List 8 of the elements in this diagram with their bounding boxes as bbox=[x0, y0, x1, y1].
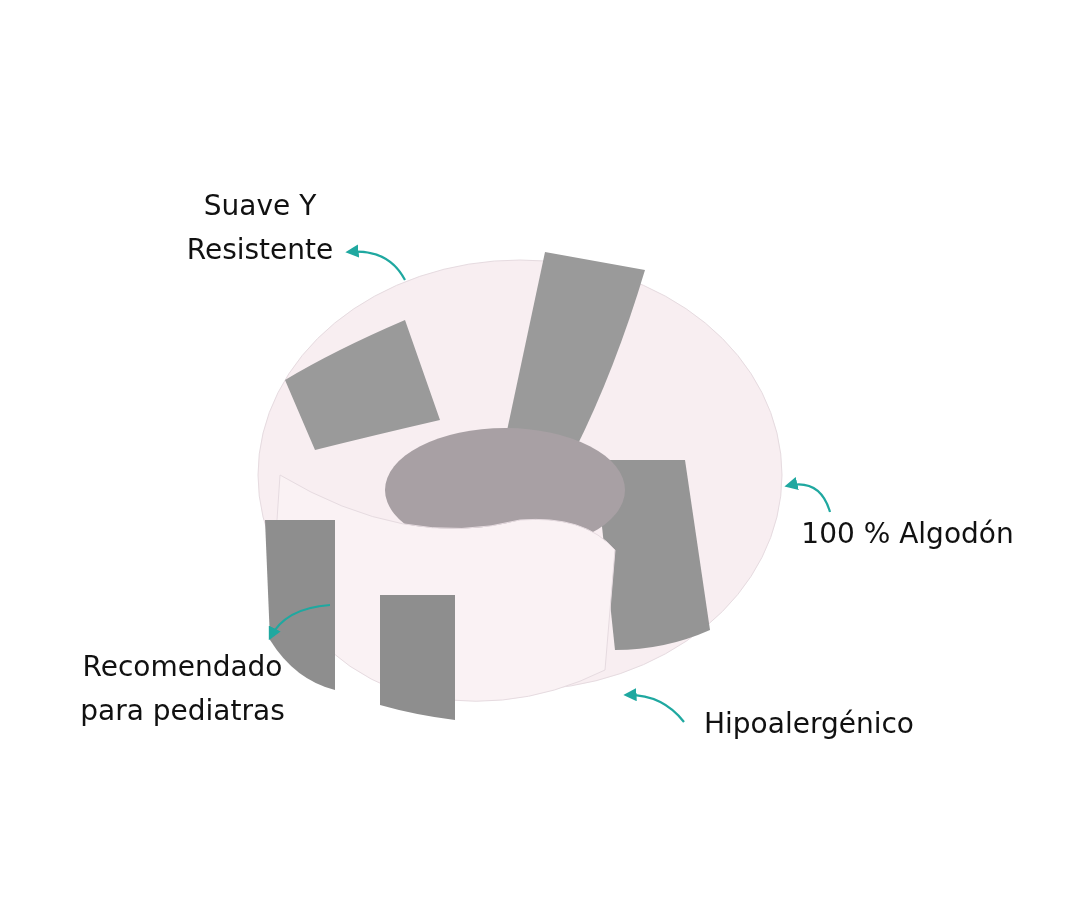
curved-arrow bbox=[268, 603, 331, 641]
callout-text: Suave Y Resistente bbox=[170, 184, 350, 272]
curved-arrow bbox=[623, 688, 685, 723]
callout-text: Recomendado para pediatras bbox=[55, 645, 310, 733]
callout-text: Hipoalergénico bbox=[684, 702, 934, 746]
curved-arrow bbox=[784, 477, 832, 513]
callout-text: 100 % Algodón bbox=[790, 512, 1025, 556]
curved-arrow bbox=[345, 244, 406, 281]
